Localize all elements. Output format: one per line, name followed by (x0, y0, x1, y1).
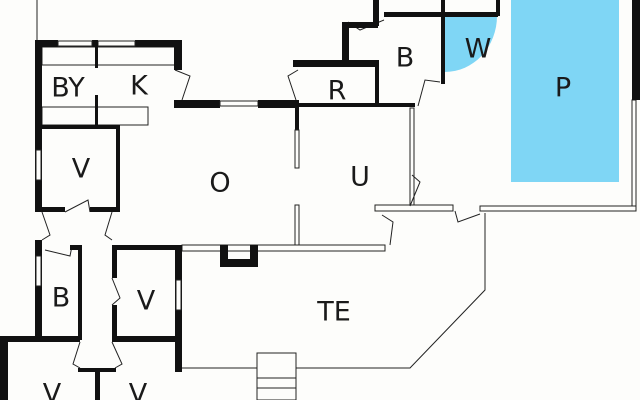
thin-lines (36, 0, 637, 400)
room-label-u: U (350, 162, 370, 193)
room-label-b2: B (52, 283, 71, 314)
room-label-b1: B (396, 43, 415, 74)
room-label-o: O (209, 168, 230, 199)
room-label-v1: V (72, 154, 91, 185)
room-label-te: TE (316, 297, 351, 328)
pool (511, 0, 619, 182)
room-label-v4: V (129, 379, 148, 400)
room-label-v3: V (43, 379, 62, 400)
room-label-v2: V (137, 286, 156, 317)
room-label-p: P (555, 73, 571, 104)
terrace-stairs (256, 352, 297, 400)
room-label-r: R (328, 76, 347, 107)
room-label-by: BY (51, 73, 85, 104)
room-label-w: W (465, 34, 492, 65)
whirlpool (445, 16, 497, 72)
room-label-k: K (130, 71, 149, 102)
